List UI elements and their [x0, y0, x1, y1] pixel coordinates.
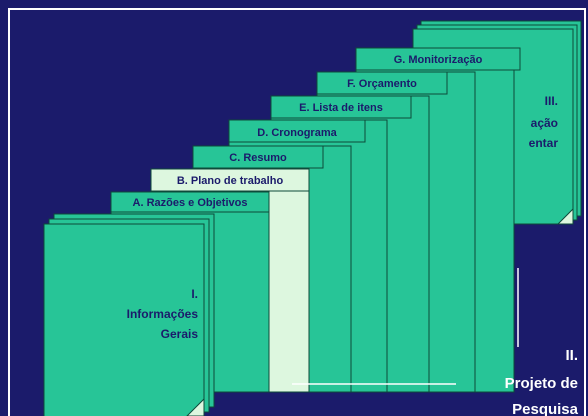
tab-header [316, 71, 448, 95]
section-iii-number: III. [545, 94, 558, 108]
tab-header [150, 168, 310, 192]
section-i-number: I. [191, 287, 198, 301]
section-ii-line1: Projeto de [505, 375, 578, 392]
section-i-line1: Informações [127, 307, 199, 321]
section-ii-label: II. Projeto de Pesquisa [292, 268, 579, 416]
tab-header [270, 95, 412, 119]
section-iii-line1: ação [531, 116, 558, 130]
tab-label-c: C. Resumo [229, 152, 287, 164]
tab-label-e: E. Lista de itens [299, 102, 383, 114]
tab-label-b: B. Plano de trabalho [177, 175, 284, 187]
page-curl-icon [556, 207, 574, 225]
section-iii-line2: entar [529, 136, 559, 150]
tab-header [228, 119, 366, 143]
section-ii-number: II. [565, 347, 578, 364]
tab-label-a: A. Razões e Objetivos [133, 197, 248, 209]
section-ii-line2: Pesquisa [512, 401, 579, 416]
stack-page [43, 223, 205, 416]
tab-label-d: D. Cronograma [257, 127, 337, 139]
tab-header [355, 47, 521, 71]
diagram-frame [8, 8, 586, 416]
page-curl-icon [186, 397, 205, 416]
tab-label-f: F. Orçamento [347, 78, 417, 90]
tab-label-g: G. Monitorização [394, 54, 483, 66]
tab-header [192, 145, 324, 169]
section-i-stack: I. Informações Gerais [43, 213, 215, 416]
section-i-line2: Gerais [161, 327, 199, 341]
tab-header [110, 191, 270, 213]
